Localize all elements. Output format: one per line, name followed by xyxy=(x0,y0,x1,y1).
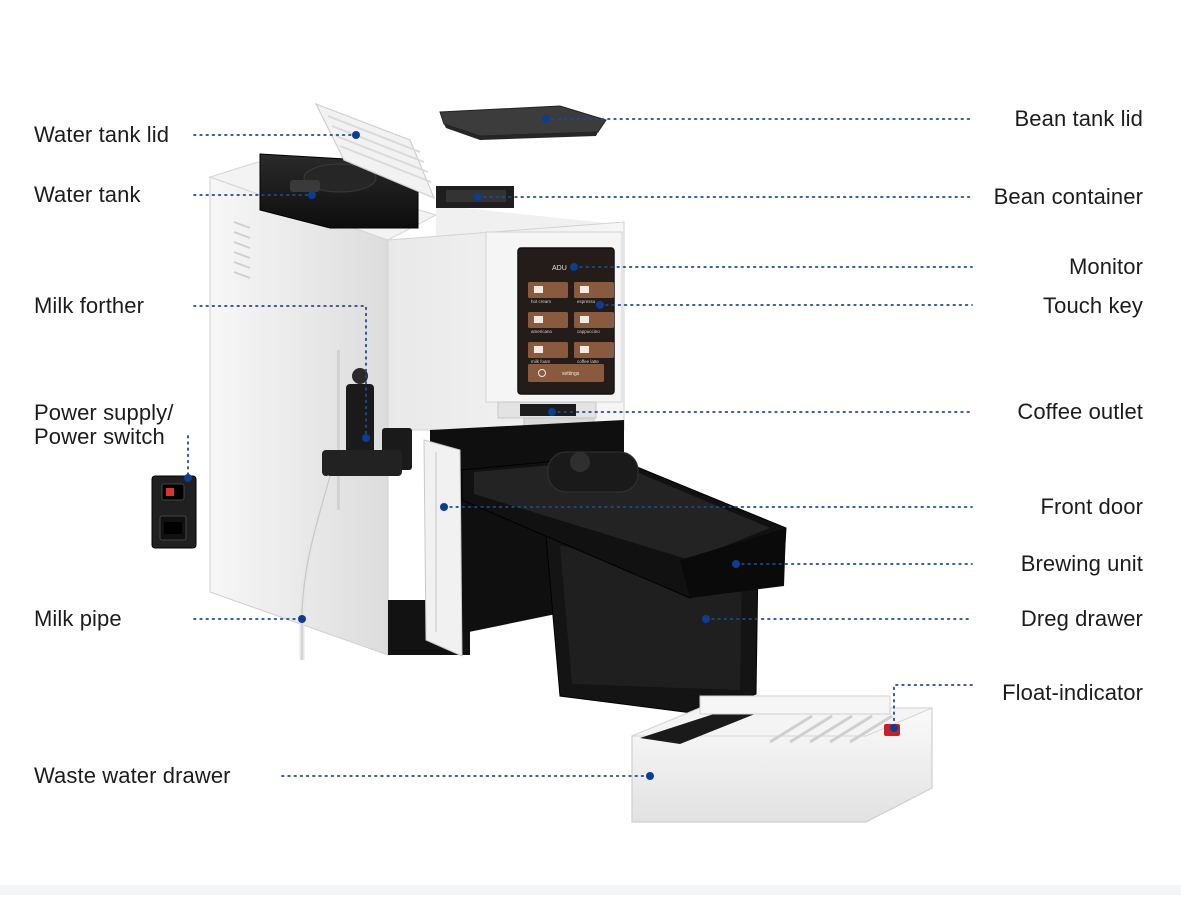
cup-icon xyxy=(534,286,543,293)
dot-waste-water-drawer xyxy=(646,772,654,780)
dot-front-door xyxy=(440,503,448,511)
label-water-tank-lid: Water tank lid xyxy=(34,122,170,147)
label-power-supply: Power supply/ xyxy=(34,400,174,425)
leader-milk-frother xyxy=(193,305,367,439)
milk-icon xyxy=(534,346,543,353)
dot-coffee-outlet xyxy=(548,408,556,416)
touch-key-label: americano xyxy=(531,329,553,334)
dot-water-tank xyxy=(308,191,316,199)
milk-pipe xyxy=(299,475,333,660)
glass-icon xyxy=(580,346,589,353)
bottom-strip xyxy=(0,885,1181,895)
label-milk-frother: Milk forther xyxy=(34,293,144,318)
dot-milk-pipe xyxy=(298,615,306,623)
touch-key-milk-foam[interactable]: milk foam xyxy=(528,342,568,364)
touch-key-label: hot cream xyxy=(531,299,551,304)
touch-key-grid: hot cream espresso americano cappuccino milk… xyxy=(528,282,614,382)
label-coffee-outlet: Coffee outlet xyxy=(1017,399,1143,424)
power-switch-module xyxy=(151,475,197,549)
front-door xyxy=(423,439,463,657)
touch-key-cappuccino[interactable]: cappuccino xyxy=(574,312,614,334)
label-float-indicator: Float-indicator xyxy=(1002,680,1143,705)
label-bean-tank-lid: Bean tank lid xyxy=(1014,106,1143,131)
dot-touch-key xyxy=(596,301,604,309)
dot-float-indicator xyxy=(890,724,898,732)
label-brewing-unit: Brewing unit xyxy=(1020,551,1143,576)
leader-float-indicator xyxy=(893,684,973,729)
water-tank-lid xyxy=(314,102,436,200)
label-dreg-drawer: Dreg drawer xyxy=(1020,606,1143,631)
dot-power-switch xyxy=(184,474,192,482)
gear-icon xyxy=(538,369,546,377)
dot-bean-tank-lid xyxy=(542,115,550,123)
touch-key-espresso[interactable]: espresso xyxy=(574,282,614,304)
dot-brewing-unit xyxy=(732,560,740,568)
leader-lines xyxy=(184,115,973,780)
label-front-door: Front door xyxy=(1040,494,1143,519)
touch-key-label: cappuccino xyxy=(577,329,600,334)
touch-key-label: coffee latte xyxy=(577,359,599,364)
cup-icon xyxy=(580,286,589,293)
dot-water-tank-lid xyxy=(352,131,360,139)
label-waste-water-drawer: Waste water drawer xyxy=(34,763,231,788)
touch-key-americano[interactable]: americano xyxy=(528,312,568,334)
dot-dreg-drawer xyxy=(702,615,710,623)
label-monitor: Monitor xyxy=(1068,254,1143,279)
label-power-switch: Power switch xyxy=(34,424,165,449)
dot-milk-frother xyxy=(362,434,370,442)
settings-label: settings xyxy=(562,371,580,377)
waste-water-drawer xyxy=(631,695,933,823)
cup-icon xyxy=(580,316,589,323)
dot-bean-container xyxy=(474,193,482,201)
touch-key-hot-cream[interactable]: hot cream xyxy=(528,282,568,304)
touch-key-label: espresso xyxy=(577,299,596,304)
label-milk-pipe: Milk pipe xyxy=(34,606,122,631)
bean-tank-lid xyxy=(439,105,607,140)
dot-monitor xyxy=(570,263,578,271)
milk-frother xyxy=(322,368,412,476)
touch-key-label: milk foam xyxy=(531,359,551,364)
monitor-brand: ADU xyxy=(552,265,567,272)
mug-icon xyxy=(534,316,543,323)
touch-key-settings[interactable]: settings xyxy=(528,364,604,382)
label-touch-key: Touch key xyxy=(1043,293,1143,318)
touch-key-coffee-latte[interactable]: coffee latte xyxy=(574,342,614,364)
label-bean-container: Bean container xyxy=(993,184,1143,209)
label-water-tank: Water tank xyxy=(34,182,141,207)
